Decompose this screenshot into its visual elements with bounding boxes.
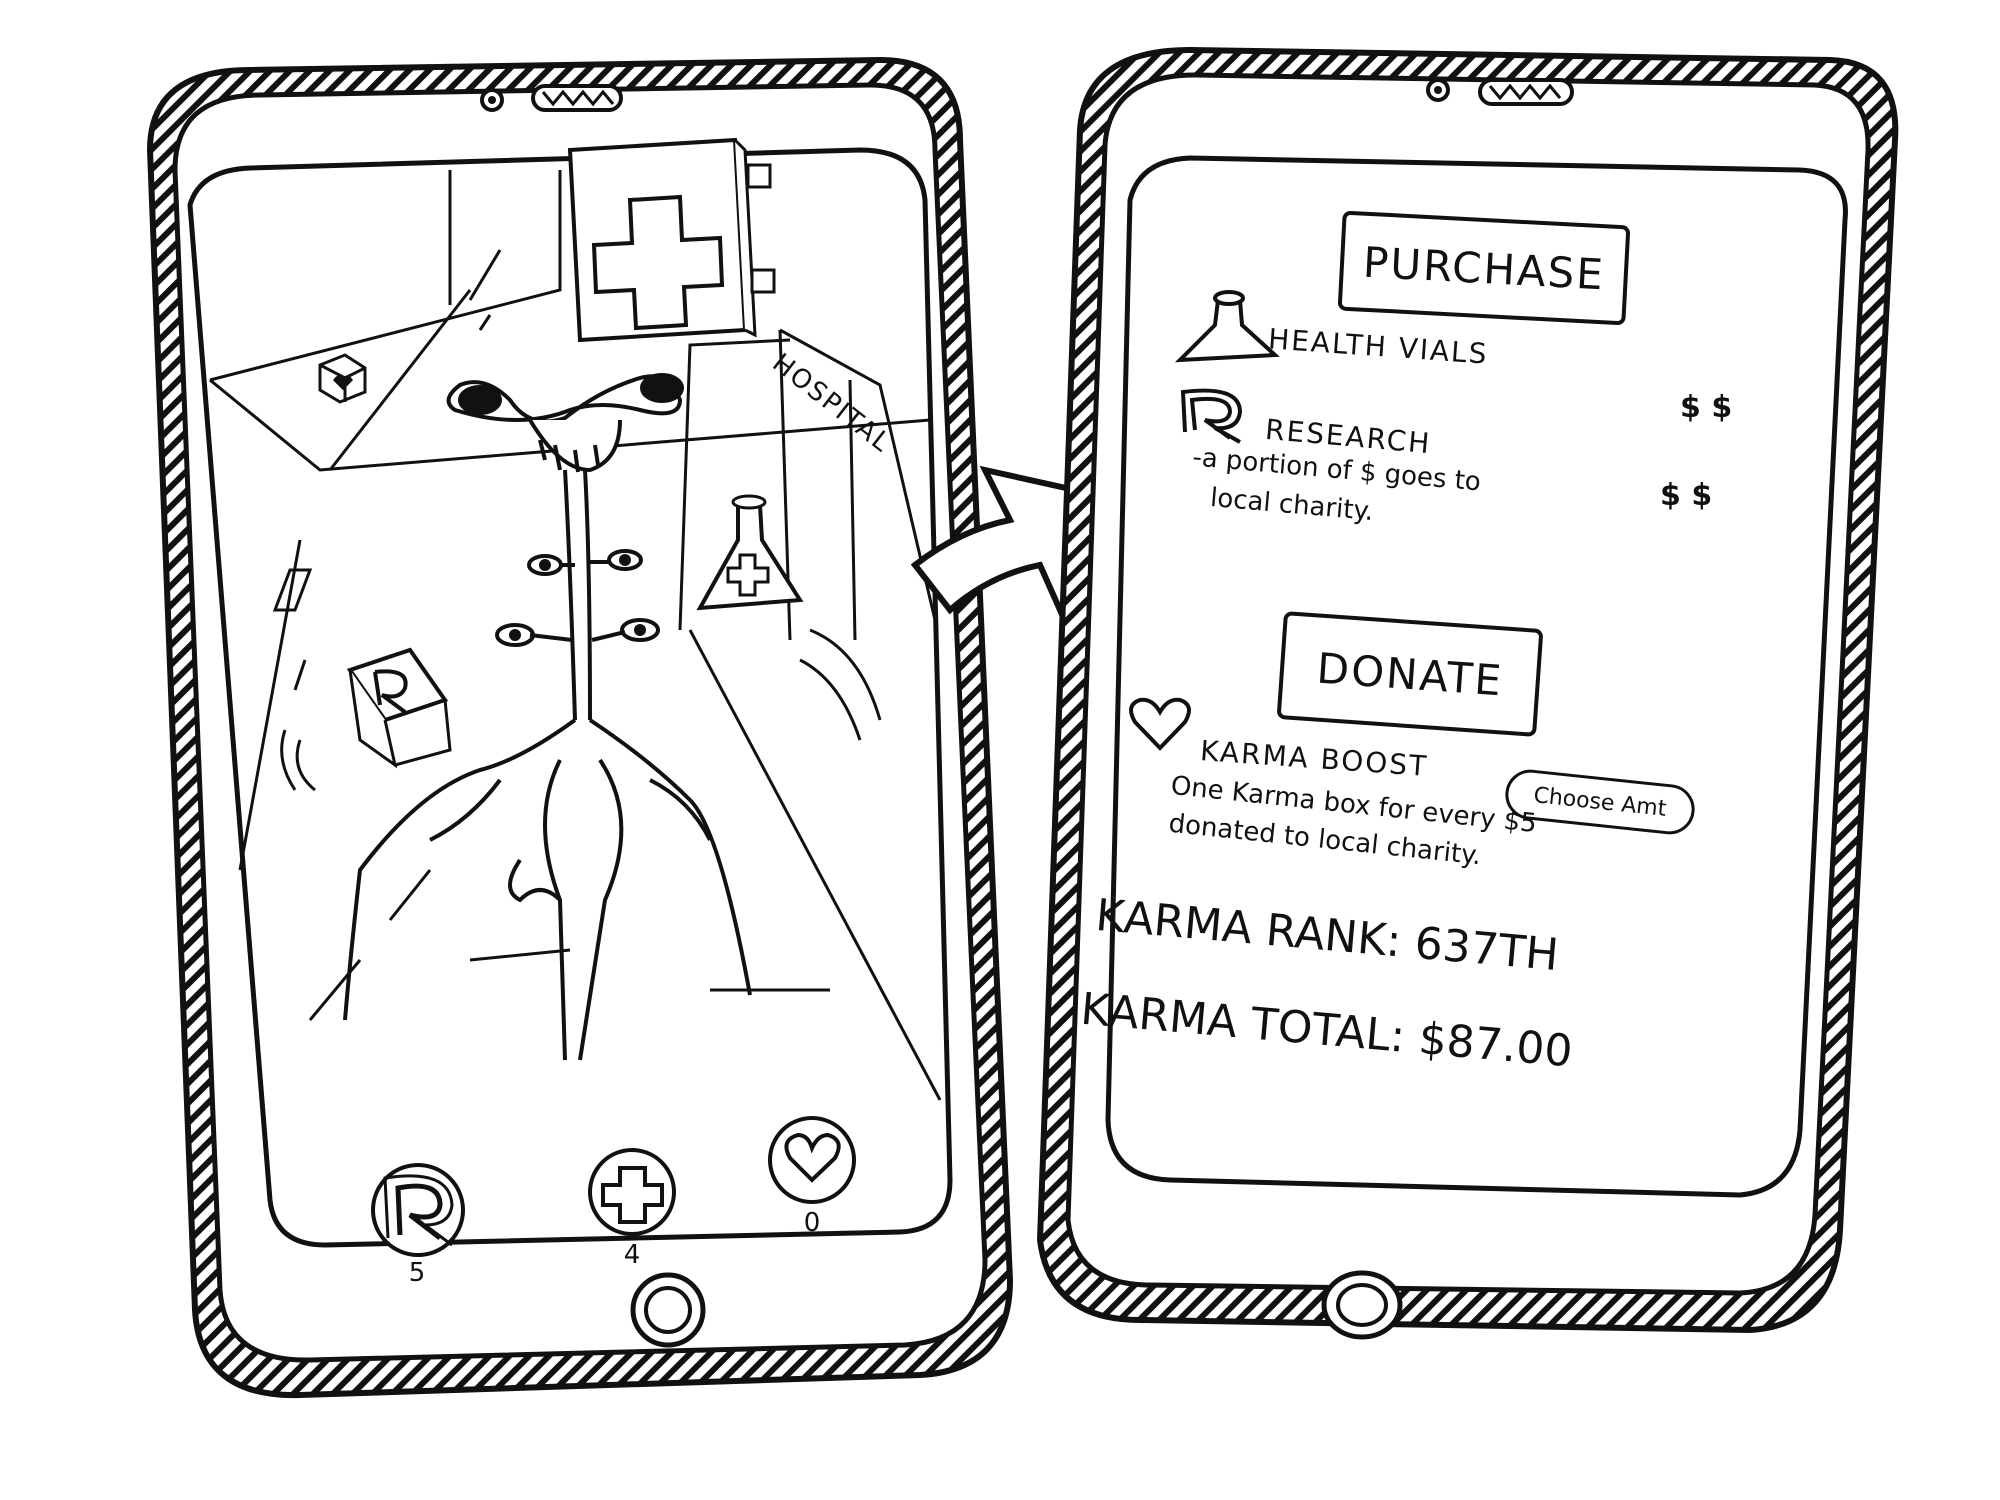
- donate-button[interactable]: DONATE: [1276, 611, 1544, 737]
- inventory-count-health: 4: [623, 1240, 641, 1270]
- health-vials-price[interactable]: $ $: [1680, 390, 1733, 425]
- left-phone-body: [146, 56, 1014, 1399]
- purchase-button[interactable]: PURCHASE: [1337, 210, 1631, 326]
- choose-amount-label: Choose Amt: [1532, 782, 1668, 822]
- inventory-count-research: 5: [408, 1258, 426, 1288]
- hallway-scene: [209, 137, 942, 1101]
- inventory-bar: [371, 1116, 856, 1257]
- flask-cap-icon: [1213, 290, 1245, 306]
- inventory-slot-health[interactable]: [590, 1150, 674, 1234]
- donate-label: DONATE: [1315, 643, 1505, 705]
- research-price[interactable]: $ $: [1660, 478, 1713, 513]
- research-r-icon: [1180, 388, 1243, 444]
- heart-outline-icon: [1129, 697, 1191, 751]
- inventory-slot-research[interactable]: [373, 1165, 463, 1255]
- purchase-label: PURCHASE: [1361, 237, 1607, 299]
- inventory-slot-karma[interactable]: [770, 1118, 854, 1202]
- inventory-count-karma: 0: [803, 1208, 821, 1238]
